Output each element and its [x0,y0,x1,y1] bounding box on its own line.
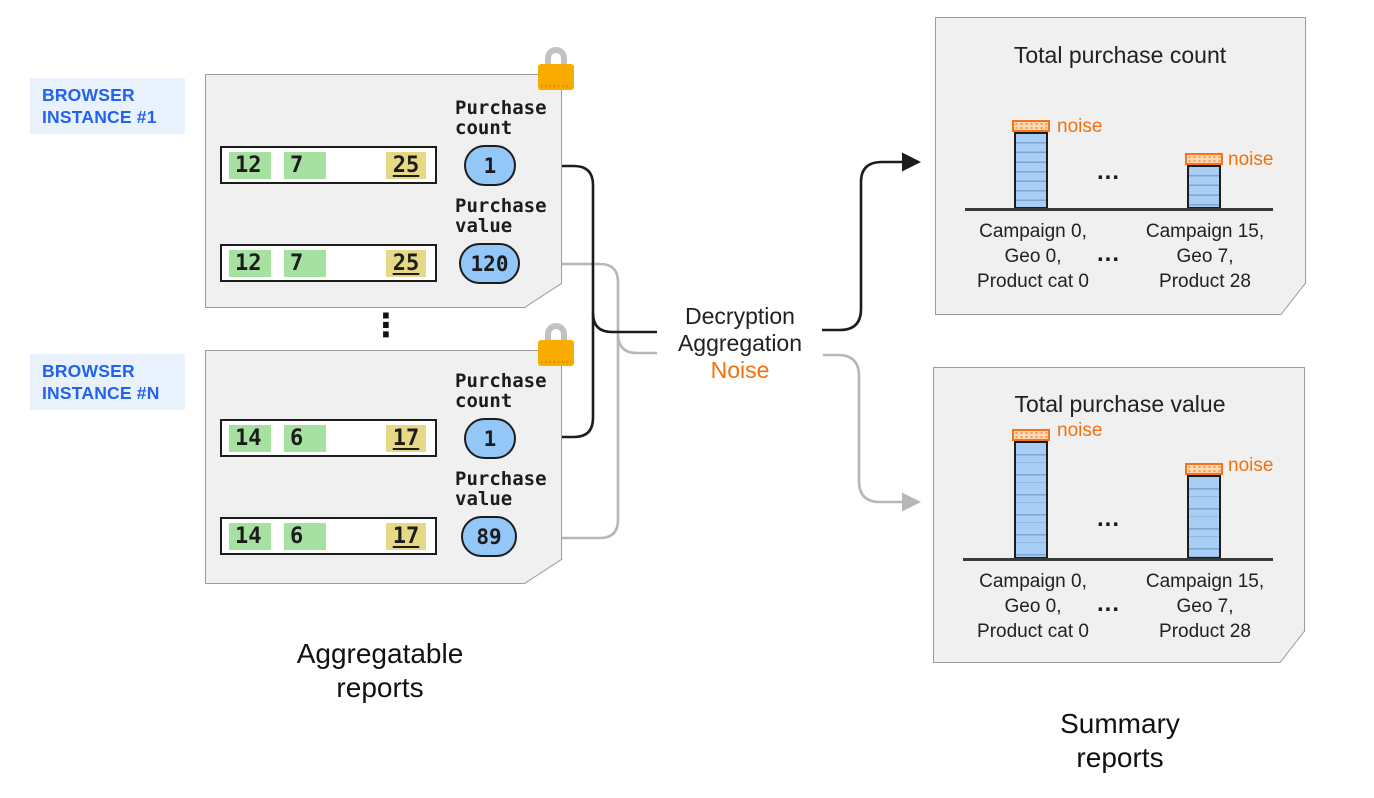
aggregatable-report-row: 12 7 25 [220,146,437,184]
arrowhead-black-icon [902,152,921,172]
category-line: Geo 0, [1004,596,1062,617]
bars-truncation-dots: ... [1097,158,1121,185]
caption-line: reports [1076,742,1164,773]
bar-segments [1014,132,1048,209]
purchase-count-value: 1 [464,145,516,186]
caption-summary-reports: Summary reports [1010,707,1230,775]
summary-title-value: Total purchase value [1014,391,1226,417]
noise-cap [1185,463,1223,475]
bucket-chip: 7 [284,151,326,179]
bucket-chip: 12 [229,249,271,277]
labels-truncation-dots: ... [1097,590,1121,617]
bucket-chip: 12 [229,151,271,179]
connector-to-count-report [822,160,902,332]
labels-truncation-dots: ... [1097,240,1121,267]
noise-annotation: noise [1057,116,1103,137]
summary-title-count: Total purchase count [1013,42,1227,68]
noise-annotation: noise [1228,455,1274,476]
aggregatable-report-row: 14 6 17 [220,419,437,457]
purchase-value-value: 89 [461,516,517,557]
bucket-chip: 6 [284,522,326,550]
bar-segments [1187,475,1221,559]
purchase-count-value: 1 [464,418,516,459]
noise-cap [1012,120,1050,132]
noise-cap [1012,429,1050,441]
bucket-key-chip: 17 [386,424,426,452]
category-label-campaign0: Campaign 0, Geo 0, Product cat 0 [953,569,1113,644]
bucket-chip: 7 [284,249,326,277]
category-line: Campaign 0, [979,221,1087,242]
bar-segments [1014,441,1048,559]
pipeline-step-decryption: Decryption [685,303,795,329]
badge-line: INSTANCE #N [42,383,160,403]
caption-line: Aggregatable [296,638,464,669]
badge-line: INSTANCE #1 [42,107,157,127]
metric-label-line: Purchase [455,195,547,217]
bucket-key-chip: 25 [386,151,426,179]
bar-segments [1187,165,1221,209]
browser-instance-1-badge: BROWSER INSTANCE #1 [30,78,185,134]
aggregation-pipeline-label: Decryption Aggregation Noise [648,303,832,384]
badge-line: BROWSER [42,361,135,381]
caption-line: reports [336,672,424,703]
bucket-chip: 14 [229,522,271,550]
summary-report-card-value [933,367,1305,663]
metric-label-line: value [455,214,513,237]
noise-cap [1185,153,1223,165]
bar-count-campaign0 [1012,120,1050,209]
bar-value-campaign15 [1185,463,1223,559]
caption-aggregatable-reports: Aggregatable reports [270,637,490,705]
metric-label-line: Purchase [455,370,547,392]
bars-truncation-dots: ... [1097,505,1121,532]
lock-icon [538,323,574,366]
category-line: Product 28 [1159,271,1251,292]
bucket-key-chip: 25 [386,249,426,277]
x-axis [965,208,1273,211]
category-label-campaign15: Campaign 15, Geo 7, Product 28 [1125,219,1285,294]
purchase-value-value: 120 [459,243,520,284]
category-line: Geo 0, [1004,246,1062,267]
bucket-chip: 6 [284,424,326,452]
badge-line: BROWSER [42,85,135,105]
category-label-campaign15: Campaign 15, Geo 7, Product 28 [1125,569,1285,644]
category-line: Campaign 0, [979,571,1087,592]
noise-annotation: noise [1057,420,1103,441]
metric-label-line: value [455,487,513,510]
connector-to-value-report [823,353,902,504]
browser-instance-n-badge: BROWSER INSTANCE #N [30,354,185,410]
pipeline-step-noise: Noise [710,357,770,383]
bucket-chip: 14 [229,424,271,452]
metric-label-line: count [455,389,513,412]
bar-count-campaign15 [1185,153,1223,209]
category-line: Campaign 15, [1145,221,1265,242]
category-line: Product cat 0 [977,621,1089,642]
aggregatable-report-row: 12 7 25 [220,244,437,282]
category-label-campaign0: Campaign 0, Geo 0, Product cat 0 [953,219,1113,294]
noise-annotation: noise [1228,149,1274,170]
arrowhead-gray-icon [902,492,921,512]
metric-label-line: count [455,116,513,139]
metric-label-line: Purchase [455,468,547,490]
pipeline-step-aggregation: Aggregation [677,330,803,356]
lock-icon [538,47,574,90]
bar-value-campaign0 [1012,429,1050,559]
metric-label-line: Purchase [455,97,547,119]
x-axis [963,558,1273,561]
vertical-ellipsis: ⋮ [370,306,402,344]
category-line: Product 28 [1159,621,1251,642]
summary-report-card-count [935,17,1306,315]
category-line: Geo 7, [1176,246,1234,267]
category-line: Geo 7, [1176,596,1234,617]
caption-line: Summary [1060,708,1180,739]
bucket-key-chip: 17 [386,522,426,550]
category-line: Product cat 0 [977,271,1089,292]
aggregatable-report-row: 14 6 17 [220,517,437,555]
category-line: Campaign 15, [1145,571,1265,592]
